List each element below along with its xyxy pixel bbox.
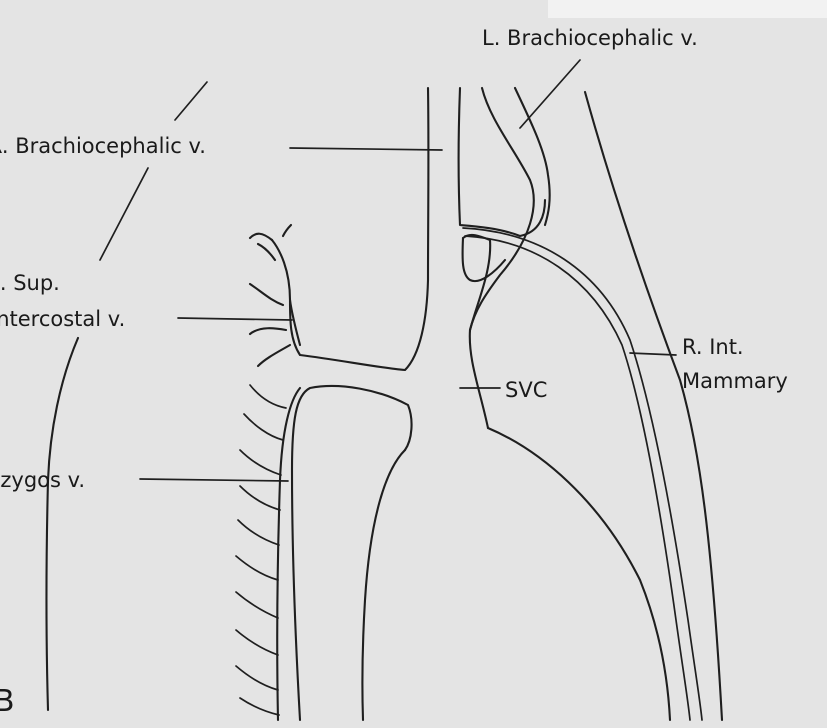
scan-artifact-patch: [548, 0, 827, 18]
panel-letter: B: [0, 684, 15, 719]
label-right-brachiocephalic: R. Brachiocephalic v.: [0, 134, 206, 158]
label-left-brachiocephalic: L. Brachiocephalic v.: [482, 26, 698, 50]
label-svc: SVC: [505, 378, 547, 402]
label-sup-intercostal-line2: Intercostal v.: [0, 307, 125, 331]
label-sup-intercostal-line1: R. Sup.: [0, 271, 60, 295]
label-azygos: Azygos v.: [0, 468, 85, 492]
label-int-mammary-line2: Mammary: [682, 369, 788, 393]
label-int-mammary-line1: R. Int.: [682, 335, 744, 359]
